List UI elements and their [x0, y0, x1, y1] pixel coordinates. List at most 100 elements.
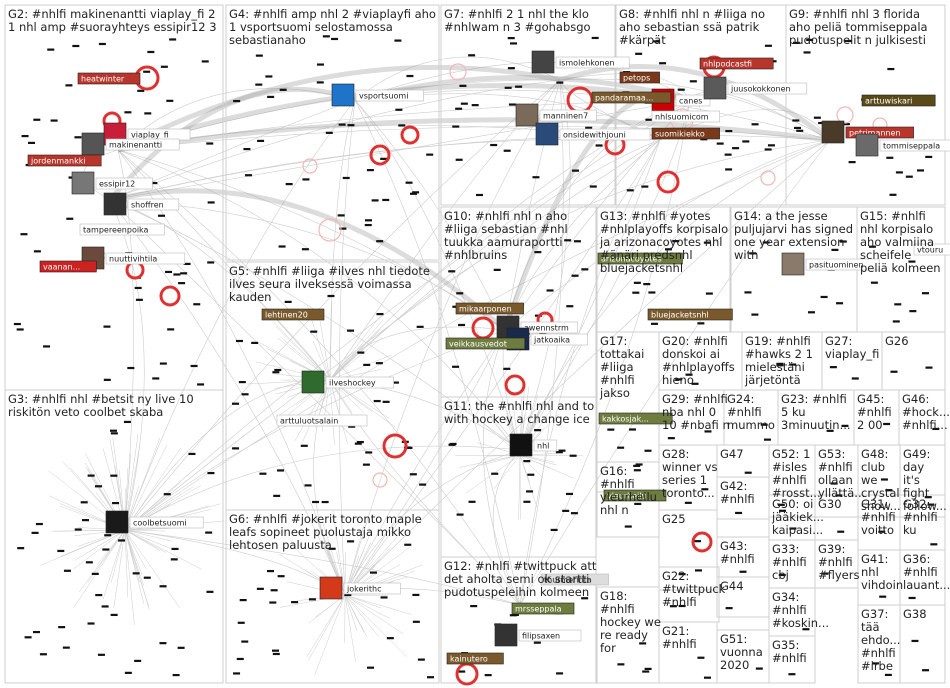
node-marker [526, 490, 534, 493]
group-title-line: crystal [861, 486, 900, 500]
edge [504, 79, 561, 331]
node-marker [659, 62, 667, 65]
edge [329, 313, 383, 381]
group-title-line: järjetöntä [744, 373, 801, 387]
node-marker [448, 443, 456, 446]
edge [332, 510, 346, 596]
account-label-box [845, 126, 914, 139]
node-marker [159, 585, 167, 588]
avatar [703, 76, 727, 100]
edge [339, 99, 356, 596]
group-title-line: aho valmiina [860, 235, 934, 249]
node-marker [380, 596, 388, 599]
node-marker [357, 351, 365, 354]
node-marker [456, 513, 464, 516]
group-title-line: toronto... [662, 486, 715, 500]
node-marker [776, 362, 784, 365]
avatar [781, 252, 805, 276]
node-marker [767, 144, 775, 147]
edge [519, 454, 542, 477]
group-title-line: #nhlfi [662, 595, 697, 609]
node-marker [171, 547, 179, 551]
node-marker [921, 292, 929, 295]
account-label-shoffren: shoffren [131, 201, 164, 210]
node-marker [725, 607, 733, 610]
node-marker [394, 39, 402, 42]
group-title-g27: G27:viaplay_fi [825, 334, 879, 361]
node-marker [595, 144, 603, 147]
group-title-g42: G42:#nhlfi [720, 479, 755, 506]
unlabeled-nodes [13, 35, 940, 679]
account-label-canes: canes [679, 97, 702, 106]
node-marker [894, 303, 902, 306]
node-marker [127, 366, 135, 370]
edge [306, 594, 346, 658]
node-marker [645, 118, 653, 121]
edge [124, 529, 135, 626]
edge-heavy [559, 64, 832, 142]
account-label-nhl: nhl [537, 442, 549, 451]
group-title-line: #nhlfi... [902, 418, 948, 432]
node-marker [642, 670, 650, 673]
node-marker [629, 428, 637, 431]
node-marker [885, 489, 893, 492]
node-marker [725, 168, 733, 171]
node-marker [110, 474, 118, 477]
node-marker [325, 131, 333, 134]
node-marker [830, 482, 838, 485]
group-title-line: G18: [600, 589, 627, 603]
node-marker [255, 83, 263, 86]
node-marker [322, 35, 330, 38]
account-label-arttuwiskari: arttuwiskari [865, 97, 912, 106]
edge [329, 379, 521, 606]
group-title-line: G52: 1 [772, 447, 810, 461]
node-marker [236, 657, 244, 661]
account-label-petrimannen: petrimannen [849, 129, 900, 138]
node-marker [841, 424, 849, 427]
group-title-line: det aholta semi ok startti [444, 572, 589, 586]
account-label-box [533, 439, 558, 452]
edge [344, 594, 379, 637]
group-title-line: G23: #nhlfi [781, 392, 847, 406]
node-marker [241, 640, 249, 643]
group-title-line: G50: oi [772, 497, 813, 511]
node-marker [269, 601, 277, 604]
node-marker [426, 153, 434, 156]
node-marker [788, 673, 796, 676]
node-marker [277, 469, 285, 472]
edge [314, 594, 346, 676]
edge [272, 320, 331, 381]
node-marker [448, 270, 456, 273]
node-marker [572, 169, 580, 172]
account-label-manninen7: manninen7 [543, 112, 588, 121]
node-marker [892, 320, 900, 323]
group-title-line: #nhlfi [903, 565, 938, 579]
group-title-g34: G34:#nhlfi#koskin... [772, 590, 829, 630]
edge [124, 529, 143, 575]
edge [124, 529, 175, 551]
account-label-box [805, 258, 880, 271]
edge [519, 454, 557, 466]
node-marker [675, 378, 683, 381]
group-title-line: #koskin... [772, 616, 829, 630]
node-marker [889, 193, 897, 196]
node-marker [173, 273, 181, 276]
node-marker [104, 534, 112, 537]
group-title-line: G39: [818, 542, 845, 556]
group-title-g7: G7: #nhlfi 2 1 nhl the klo#nhlwam n 3 #g… [444, 7, 591, 34]
account-label-box [518, 629, 582, 642]
account-label-box [619, 71, 660, 84]
edge [117, 149, 521, 451]
node-marker [803, 51, 811, 54]
node-marker [348, 425, 356, 428]
group-title-line: viaplay_fi [825, 347, 879, 361]
node-marker [546, 289, 554, 292]
account-label-box [651, 127, 720, 140]
group-title-g30: G30 [818, 497, 842, 511]
node-marker [371, 199, 379, 202]
group-title-line: ollaan [818, 473, 853, 487]
